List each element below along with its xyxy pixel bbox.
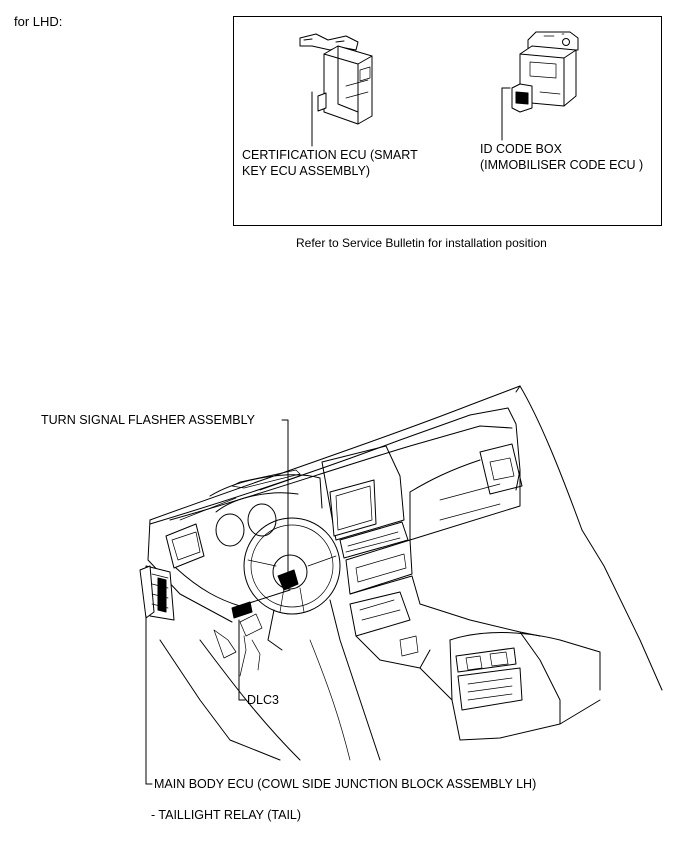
dashboard-drawing [139,385,663,761]
id-code-box-label-line1: ID CODE BOX [480,142,562,156]
certification-ecu-drawing [299,33,373,147]
inset-caption: Refer to Service Bulletin for installati… [296,236,547,250]
turn-signal-flasher-label: TURN SIGNAL FLASHER ASSEMBLY [41,413,255,427]
leader-lines [145,419,289,785]
certification-ecu-label-line1: CERTIFICATION ECU (SMART [242,148,418,162]
variant-label: for LHD: [14,14,63,29]
main-body-ecu-label: MAIN BODY ECU (COWL SIDE JUNCTION BLOCK … [154,777,537,791]
id-code-box-drawing [501,31,579,141]
certification-ecu-label-line2: KEY ECU ASSEMBLY) [242,164,371,178]
dlc3-label: DLC3 [247,693,279,707]
taillight-relay-label: - TAILLIGHT RELAY (TAIL) [151,808,302,822]
inset-frame [233,16,662,226]
id-code-box-label-line2: (IMMOBILISER CODE ECU ) [480,158,644,172]
